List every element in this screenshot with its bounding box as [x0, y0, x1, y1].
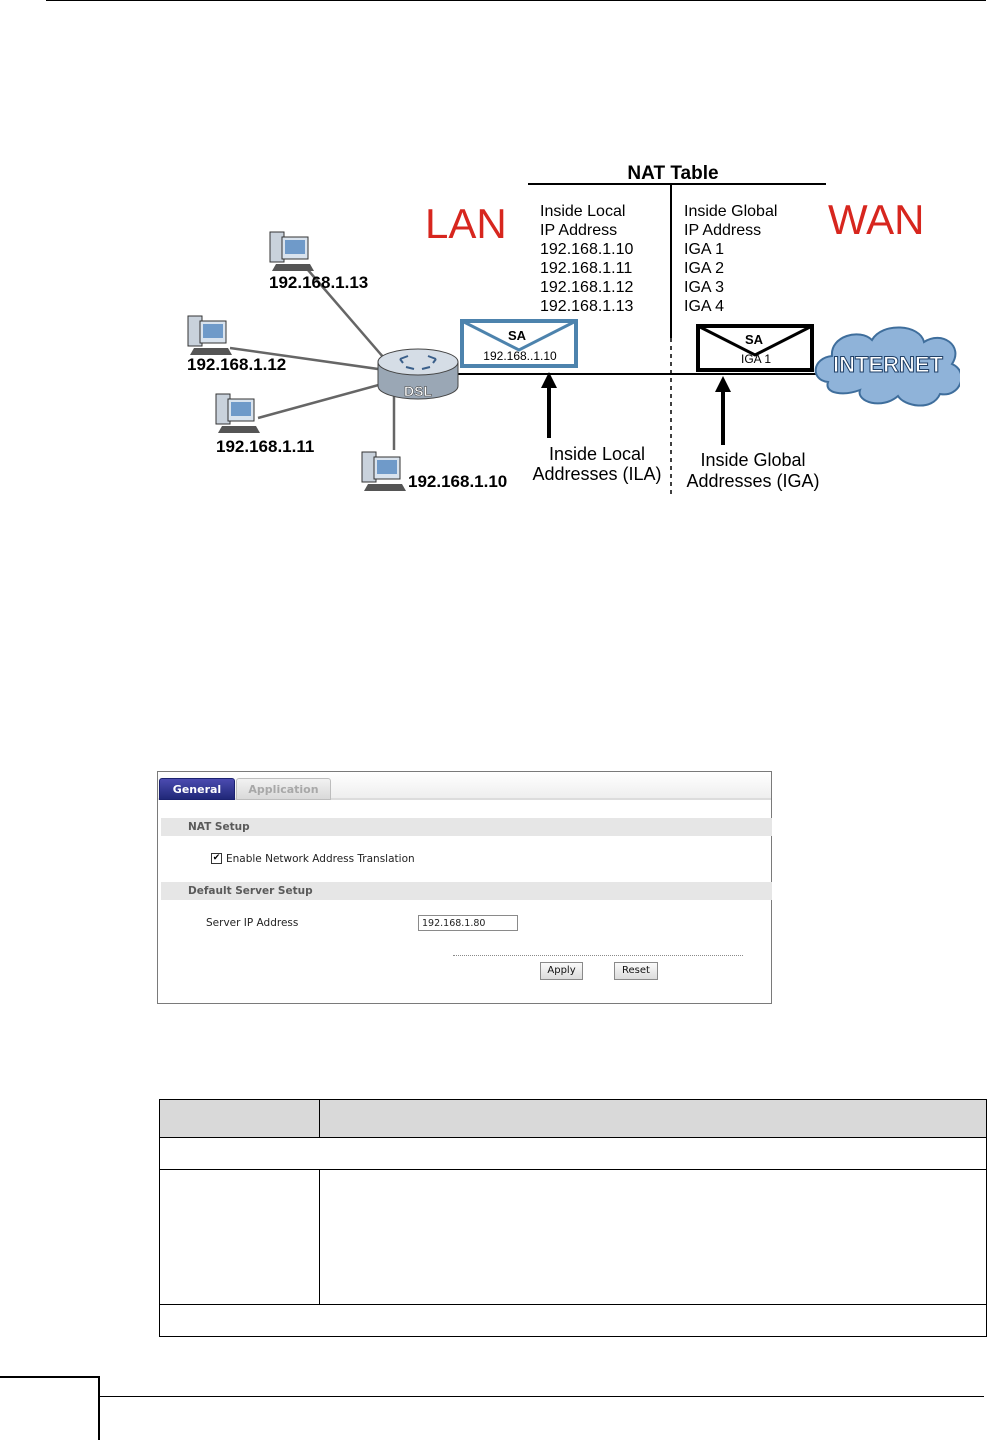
packet-lan-title: SA: [508, 328, 527, 343]
enable-nat-checkbox[interactable]: ✔: [211, 853, 222, 864]
table-border-top: [159, 1099, 987, 1100]
nat-general-panel: General Application NAT Setup ✔ Enable N…: [157, 771, 772, 1004]
table-border-left: [159, 1099, 160, 1337]
computer-icon: [269, 231, 314, 271]
table-rule: [159, 1304, 987, 1305]
inside-global-ip-4: IGA 4: [684, 298, 724, 315]
inside-local-ip-2: 192.168.1.11: [540, 260, 632, 277]
wan-label: WAN: [828, 196, 924, 243]
apply-button[interactable]: Apply: [540, 962, 583, 980]
arrow-ila: [541, 372, 557, 438]
nat-diagram: NAT Table LAN WAN Inside Local IP Addres…: [187, 163, 960, 495]
nat-setup-header: NAT Setup: [161, 818, 772, 836]
inside-local-header-2: IP Address: [540, 222, 617, 239]
host-ip-11: 192.168.1.11: [216, 437, 314, 456]
enable-nat-label: Enable Network Address Translation: [226, 853, 415, 865]
cloud-icon: [814, 326, 960, 407]
server-ip-label: Server IP Address: [206, 917, 299, 929]
inside-local-ip-4: 192.168.1.13: [540, 298, 634, 315]
inside-global-ip-1: IGA 1: [684, 241, 724, 258]
packet-wan-title: SA: [745, 332, 764, 347]
table-header-row: [159, 1099, 987, 1137]
table-column-rule: [319, 1169, 320, 1304]
inside-local-ip-1: 192.168.1.10: [540, 241, 634, 258]
tab-bar: General Application: [158, 772, 771, 800]
lan-label: LAN: [425, 200, 507, 247]
inside-global-header-2: IP Address: [684, 222, 761, 239]
table-rule: [159, 1137, 987, 1138]
router-icon: [377, 348, 459, 400]
table-border-right: [986, 1099, 987, 1337]
table-border-bottom: [159, 1336, 987, 1337]
host-ip-10: 192.168.1.10: [408, 472, 507, 491]
inside-global-ip-2: IGA 2: [684, 260, 724, 277]
ila-caption-2: Addresses (ILA): [532, 464, 661, 484]
table-rule: [159, 1169, 987, 1170]
iga-caption-1: Inside Global: [700, 450, 805, 470]
router-label: DSL: [404, 383, 432, 399]
reset-button[interactable]: Reset: [614, 962, 658, 980]
iga-caption-2: Addresses (IGA): [686, 471, 819, 491]
ila-caption-1: Inside Local: [549, 444, 645, 464]
field-description-table: [159, 1099, 987, 1337]
footer-rule: [100, 1396, 984, 1397]
tab-general[interactable]: General: [159, 778, 235, 800]
computer-icon: [361, 451, 406, 491]
computer-icon: [215, 393, 260, 433]
host-ip-12: 192.168.1.12: [187, 355, 286, 374]
table-column-rule: [319, 1099, 320, 1137]
page-number-box: [0, 1376, 100, 1440]
host-ip-13: 192.168.1.13: [269, 273, 368, 292]
lan-connections: [229, 269, 396, 450]
default-server-header: Default Server Setup: [161, 882, 772, 900]
nat-table-title: NAT Table: [627, 163, 718, 184]
top-rule: [46, 0, 986, 1]
computer-icon: [187, 315, 232, 355]
inside-global-header-1: Inside Global: [684, 203, 777, 220]
packet-lan-address: 192.168..1.10: [483, 349, 557, 363]
arrow-iga: [715, 376, 731, 445]
packet-wan: [696, 324, 814, 372]
inside-local-ip-3: 192.168.1.12: [540, 279, 634, 296]
tab-application[interactable]: Application: [236, 778, 331, 800]
packet-wan-address: IGA 1: [741, 352, 771, 366]
button-separator: [453, 955, 743, 956]
packet-lan: [460, 319, 578, 368]
inside-global-ip-3: IGA 3: [684, 279, 724, 296]
inside-local-header-1: Inside Local: [540, 203, 625, 220]
server-ip-input[interactable]: [418, 915, 518, 931]
internet-label: INTERNET: [833, 352, 944, 377]
